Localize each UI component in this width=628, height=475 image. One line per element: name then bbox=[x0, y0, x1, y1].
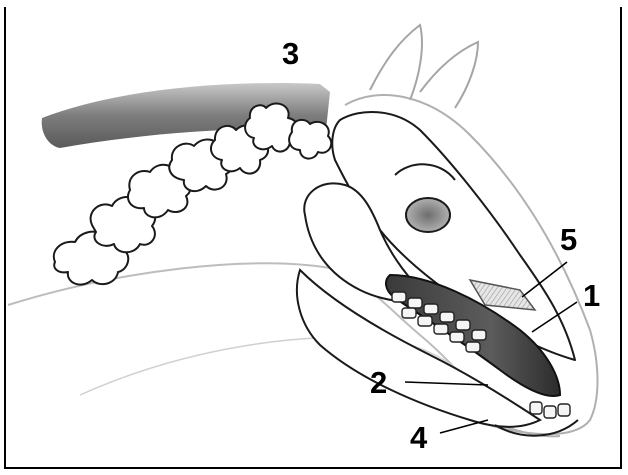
top-crop-edge bbox=[0, 0, 628, 7]
label-3: 3 bbox=[282, 36, 299, 71]
label-4: 4 bbox=[410, 420, 428, 455]
label-2: 2 bbox=[370, 365, 387, 400]
incisors bbox=[530, 402, 570, 418]
ear-left bbox=[370, 25, 422, 100]
eye bbox=[406, 198, 450, 232]
label-5: 5 bbox=[560, 222, 577, 257]
label-1: 1 bbox=[583, 278, 600, 313]
ear-right bbox=[420, 42, 478, 108]
